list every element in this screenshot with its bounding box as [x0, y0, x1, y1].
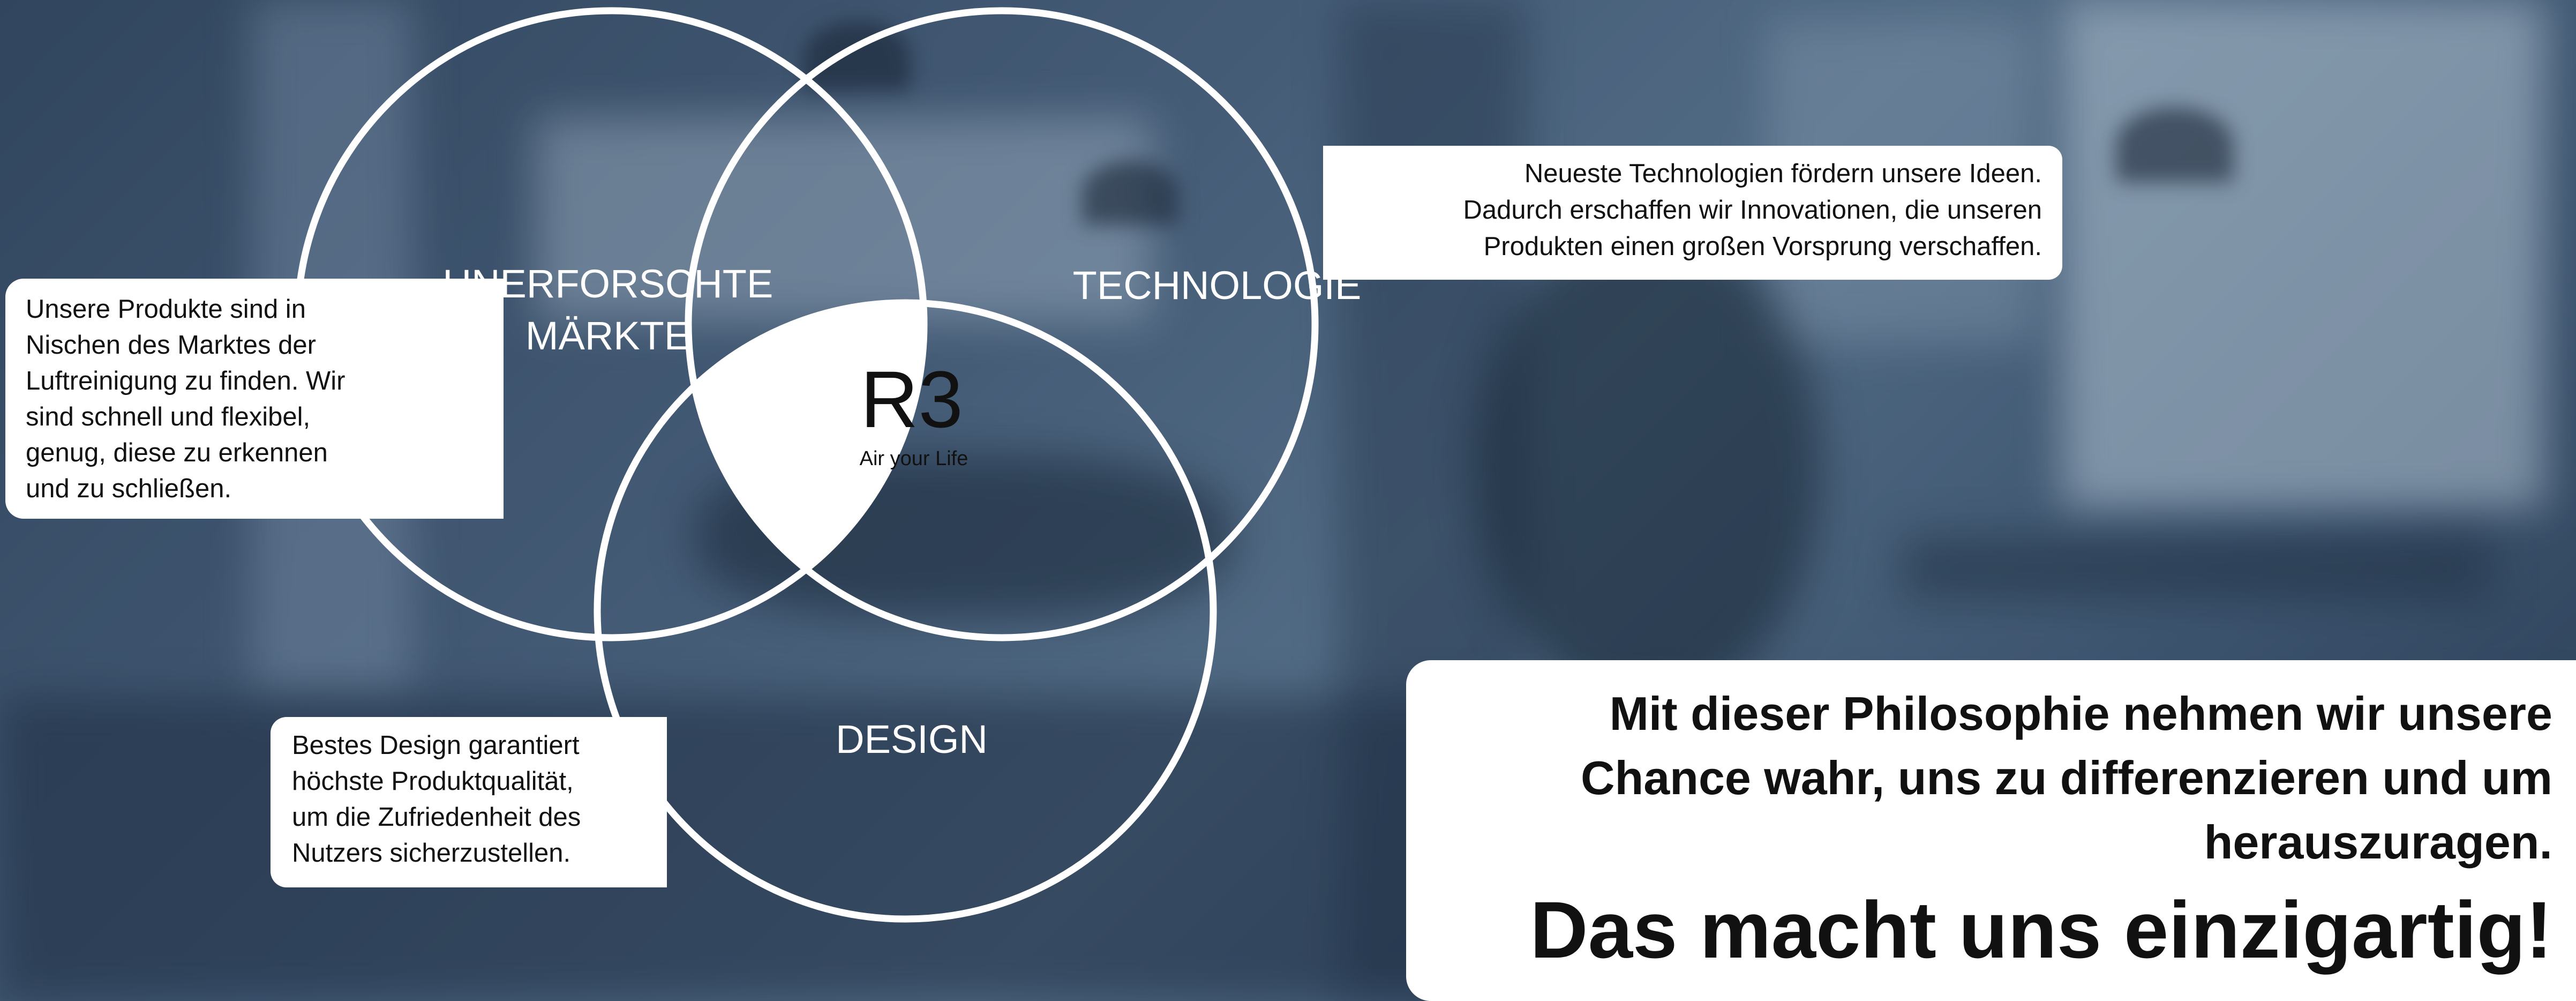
- technology-label: TECHNOLOGIE: [1073, 263, 1362, 308]
- callout-technology: Neueste Technologien fördern unsere Idee…: [1323, 146, 2062, 280]
- background-table: [1902, 536, 2491, 600]
- background-lamp: [2116, 107, 2234, 182]
- background-lamp: [1082, 161, 1178, 225]
- philosophy-panel: Mit dieser Philosophie nehmen wir unsere…: [1406, 660, 2576, 1001]
- background-plant: [1473, 225, 1821, 707]
- venn-circle-technology: [685, 7, 1319, 641]
- philosophy-statement: Mit dieser Philosophie nehmen wir unsere…: [1580, 687, 2552, 869]
- background-window: [2062, 0, 2544, 509]
- philosophy-slogan: Das macht uns einzigartig!: [1530, 885, 2552, 975]
- brand-logo-text: R3: [860, 354, 963, 444]
- callout-markets-text: Unsere Produkte sind in Nischen des Mark…: [26, 295, 346, 503]
- callout-technology-text: Neueste Technologien fördern unsere Idee…: [1463, 159, 2042, 261]
- venn-circle-design: [594, 299, 1217, 923]
- callout-markets: Unsere Produkte sind in Nischen des Mark…: [5, 279, 504, 519]
- markets-label-line2: MÄRKTE: [525, 313, 690, 358]
- callout-design: Bestes Design garantiert höchste Produkt…: [271, 717, 667, 887]
- callout-design-text: Bestes Design garantiert höchste Produkt…: [292, 731, 581, 868]
- brand-tagline: Air your Life: [860, 447, 968, 470]
- background-window: [536, 118, 1152, 322]
- design-label: DESIGN: [836, 717, 988, 761]
